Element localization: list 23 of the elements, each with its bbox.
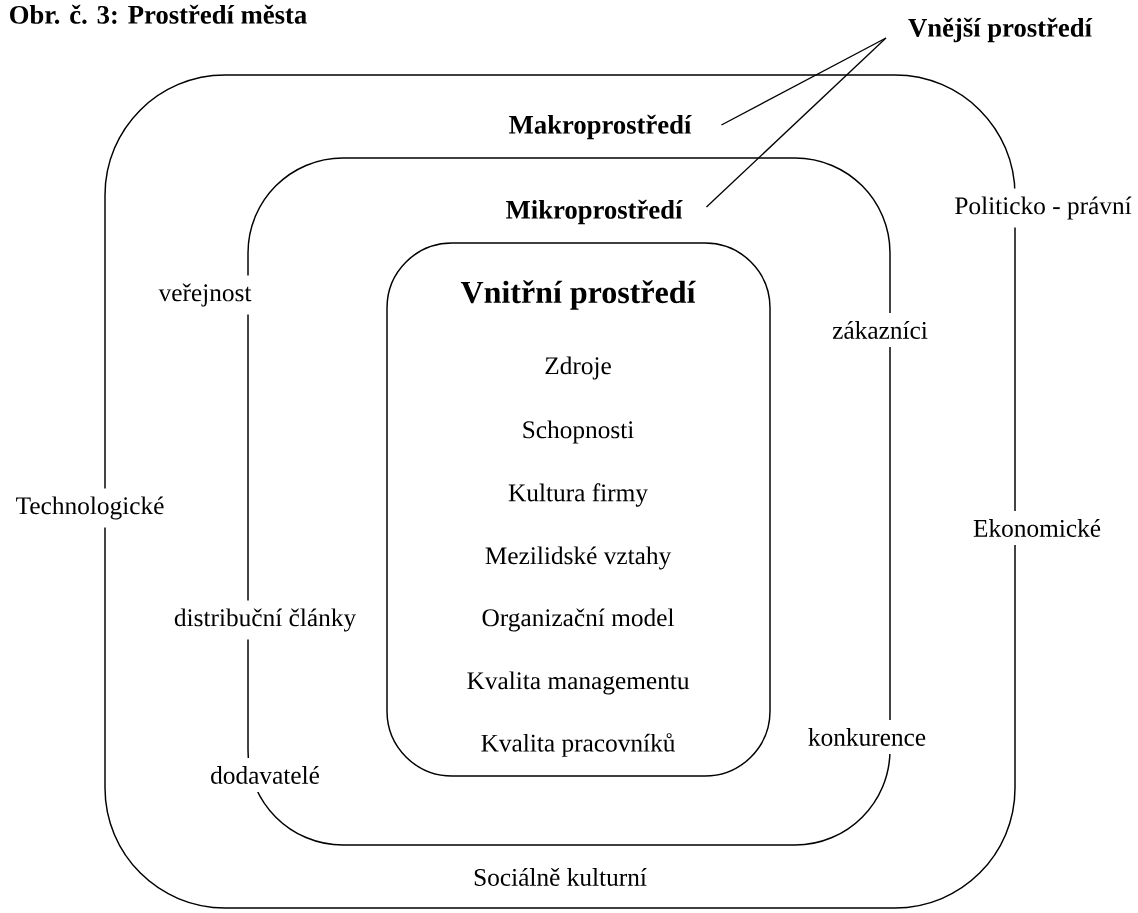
list-item: Organizační model bbox=[482, 608, 674, 632]
border-label: distribuční články bbox=[171, 600, 359, 640]
border-label: Ekonomické bbox=[970, 511, 1104, 545]
border-label: veřejnost bbox=[155, 275, 255, 315]
heading: Mikroprostředí bbox=[506, 199, 683, 225]
list-item: Schopnosti bbox=[523, 420, 634, 444]
figure-title: Obr. č. 3: Prostředí města bbox=[10, 4, 307, 24]
border-label: konkurence bbox=[805, 720, 929, 754]
heading: Makroprostředí bbox=[509, 114, 692, 140]
border-label: dodavatelé bbox=[207, 758, 323, 792]
list-item: Kvalita managementu bbox=[467, 671, 690, 695]
border-label: Technologické bbox=[12, 488, 168, 528]
list-item: Kultura firmy bbox=[508, 483, 648, 507]
callout-text: Vnější prostředí bbox=[908, 17, 1093, 43]
list-item: Kvalita pracovníků bbox=[481, 733, 676, 757]
list-item: Mezilidské vztahy bbox=[485, 546, 672, 570]
border-label: Politicko - právní bbox=[951, 188, 1135, 228]
border-label: zákazníci bbox=[829, 313, 931, 347]
leader-line bbox=[720, 37, 887, 126]
heading: Vnitřní prostředí bbox=[460, 280, 696, 310]
leader-line bbox=[705, 37, 887, 208]
border-label: Sociálně kulturní bbox=[470, 860, 650, 894]
list-item: Zdroje bbox=[545, 356, 611, 380]
